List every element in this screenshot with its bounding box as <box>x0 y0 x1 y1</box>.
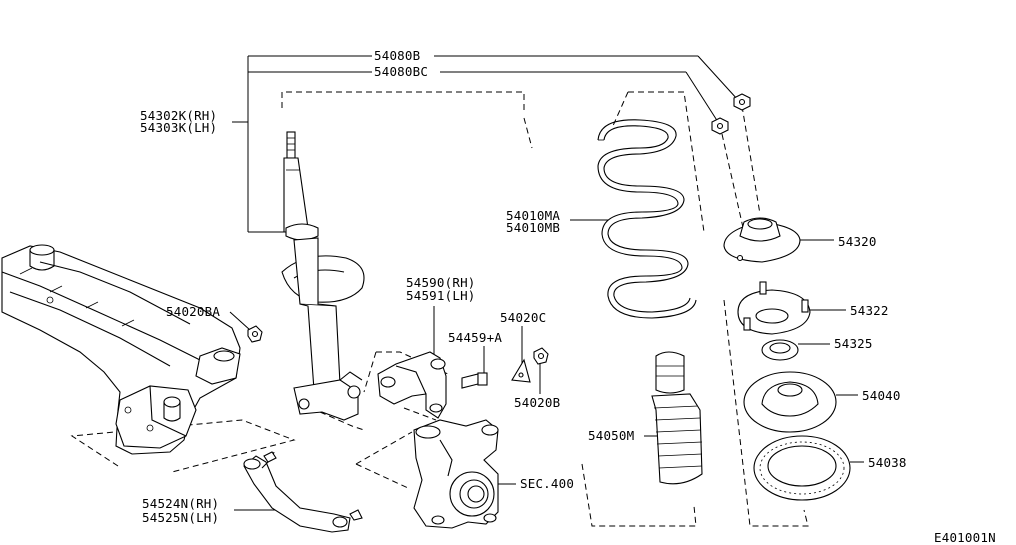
label-54459a: 54459+A <box>448 330 502 345</box>
part-number-labels: 54080B 54080BC 54302K(RH) 54303K(LH) 540… <box>140 48 996 545</box>
bolt-54459 <box>461 372 488 389</box>
spring-seat-rubber <box>753 435 851 501</box>
strut-assembly <box>281 131 365 421</box>
front-suspension-crossmember <box>1 244 241 455</box>
label-54320: 54320 <box>838 234 877 249</box>
drawing-code: E401001N <box>934 530 996 545</box>
label-54020c: 54020C <box>500 310 546 325</box>
upper-spring-seat <box>743 371 837 433</box>
label-54322: 54322 <box>850 303 889 318</box>
coil-spring <box>597 119 697 319</box>
steering-knuckle <box>413 419 499 529</box>
label-54050m: 54050M <box>588 428 634 443</box>
label-54325: 54325 <box>834 336 873 351</box>
upper-spring-seat-plate <box>737 281 811 335</box>
label-54080bc: 54080BC <box>374 64 428 79</box>
label-54020b: 54020B <box>514 395 560 410</box>
label-54525n: 54525N(LH) <box>142 510 219 525</box>
strut-mount-insulator <box>723 217 801 263</box>
label-54302k: 54302K(RH) <box>140 108 217 123</box>
nut-54020ba <box>247 325 263 343</box>
label-54524n: 54524N(RH) <box>142 496 219 511</box>
stabilizer-bracket <box>377 351 447 419</box>
transverse-link <box>243 451 363 533</box>
label-54303k: 54303K(LH) <box>140 120 217 135</box>
label-54040: 54040 <box>862 388 901 403</box>
label-54080b: 54080B <box>374 48 420 63</box>
label-54038: 54038 <box>868 455 907 470</box>
label-54591: 54591(LH) <box>406 288 476 303</box>
nut-54080bc <box>711 117 729 135</box>
strut-bearing <box>761 339 799 361</box>
label-54020ba: 54020BA <box>166 304 220 319</box>
washer-54020c <box>511 358 531 383</box>
label-54010ma: 54010MA <box>506 208 560 223</box>
label-54590: 54590(RH) <box>406 275 476 290</box>
bound-bumper-boot <box>651 351 703 485</box>
label-54010mb: 54010MB <box>506 220 560 235</box>
nut-54080b <box>733 93 751 111</box>
nut-54020b <box>533 347 549 365</box>
label-sec400: SEC.400 <box>520 476 574 491</box>
